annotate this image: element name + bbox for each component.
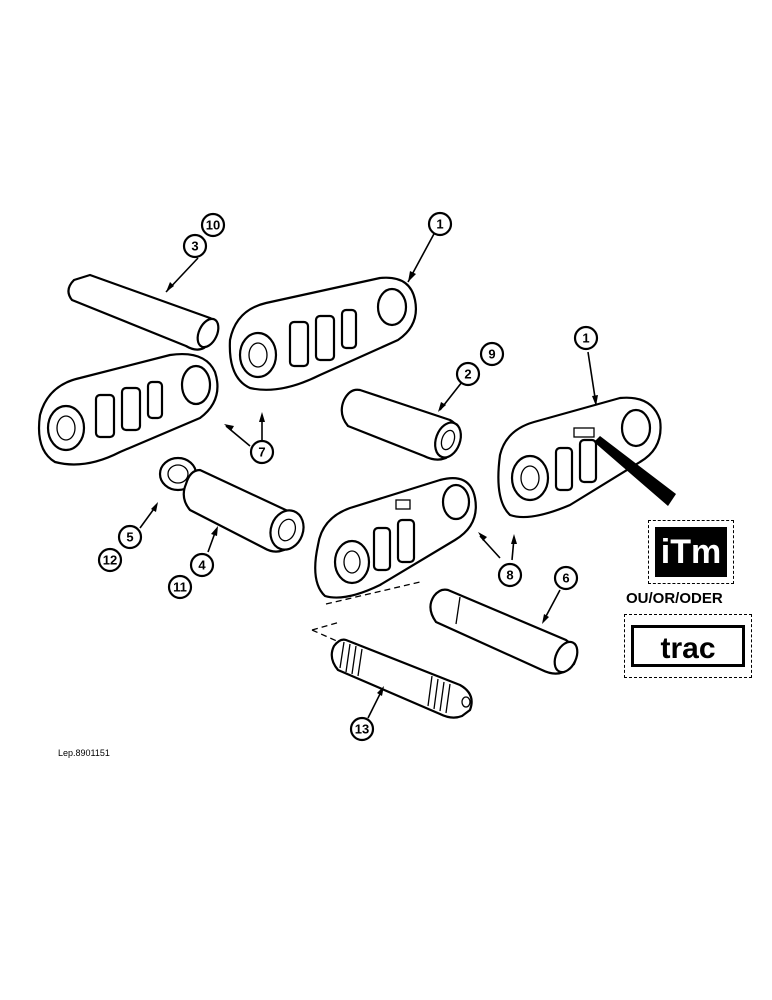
track-link-lower bbox=[314, 477, 477, 599]
callout-1-upper: 1 bbox=[427, 211, 453, 237]
svg-text:11: 11 bbox=[173, 580, 187, 595]
callout-2: 2 bbox=[455, 361, 481, 387]
svg-text:4: 4 bbox=[198, 558, 206, 573]
leader-lines bbox=[139, 231, 598, 719]
itm-logo: iTm bbox=[648, 520, 734, 584]
callout-1-right: 1 bbox=[573, 325, 599, 351]
svg-text:6: 6 bbox=[562, 571, 569, 586]
pin-part-6 bbox=[429, 588, 579, 675]
logo-leader bbox=[594, 436, 676, 506]
callout-3: 3 bbox=[182, 233, 208, 259]
track-link-upper bbox=[228, 276, 417, 391]
callout-8: 8 bbox=[497, 562, 523, 588]
track-link-left bbox=[37, 353, 219, 466]
svg-text:7: 7 bbox=[258, 445, 265, 460]
itm-logo-text: iTm bbox=[655, 527, 727, 577]
svg-text:13: 13 bbox=[355, 722, 369, 737]
track-link-right bbox=[497, 396, 662, 519]
callout-5: 5 bbox=[117, 524, 143, 550]
alternative-separator: OU/OR/ODER bbox=[626, 590, 723, 607]
callout-7: 7 bbox=[249, 439, 275, 465]
svg-text:12: 12 bbox=[103, 553, 117, 568]
svg-text:9: 9 bbox=[488, 347, 495, 362]
callout-12: 12 bbox=[97, 547, 123, 573]
pin-part-3 bbox=[67, 273, 220, 351]
callout-6: 6 bbox=[553, 565, 579, 591]
bushing-part-2 bbox=[340, 388, 462, 461]
bushing-part-4 bbox=[182, 468, 305, 553]
callout-11: 11 bbox=[167, 574, 193, 600]
svg-text:5: 5 bbox=[126, 530, 133, 545]
callout-9: 9 bbox=[479, 341, 505, 367]
svg-text:3: 3 bbox=[191, 239, 198, 254]
svg-text:1: 1 bbox=[436, 217, 443, 232]
svg-text:1: 1 bbox=[582, 331, 589, 346]
svg-text:2: 2 bbox=[464, 367, 471, 382]
splined-pin-part-13 bbox=[330, 638, 473, 719]
trac-logo: trac bbox=[624, 614, 752, 678]
svg-text:8: 8 bbox=[506, 568, 513, 583]
callout-4: 4 bbox=[189, 552, 215, 578]
drawing-reference: Lep.8901151 bbox=[58, 748, 110, 758]
trac-logo-text: trac bbox=[631, 625, 745, 667]
callout-10: 10 bbox=[200, 212, 226, 238]
callout-13: 13 bbox=[349, 716, 375, 742]
svg-text:10: 10 bbox=[206, 218, 220, 233]
